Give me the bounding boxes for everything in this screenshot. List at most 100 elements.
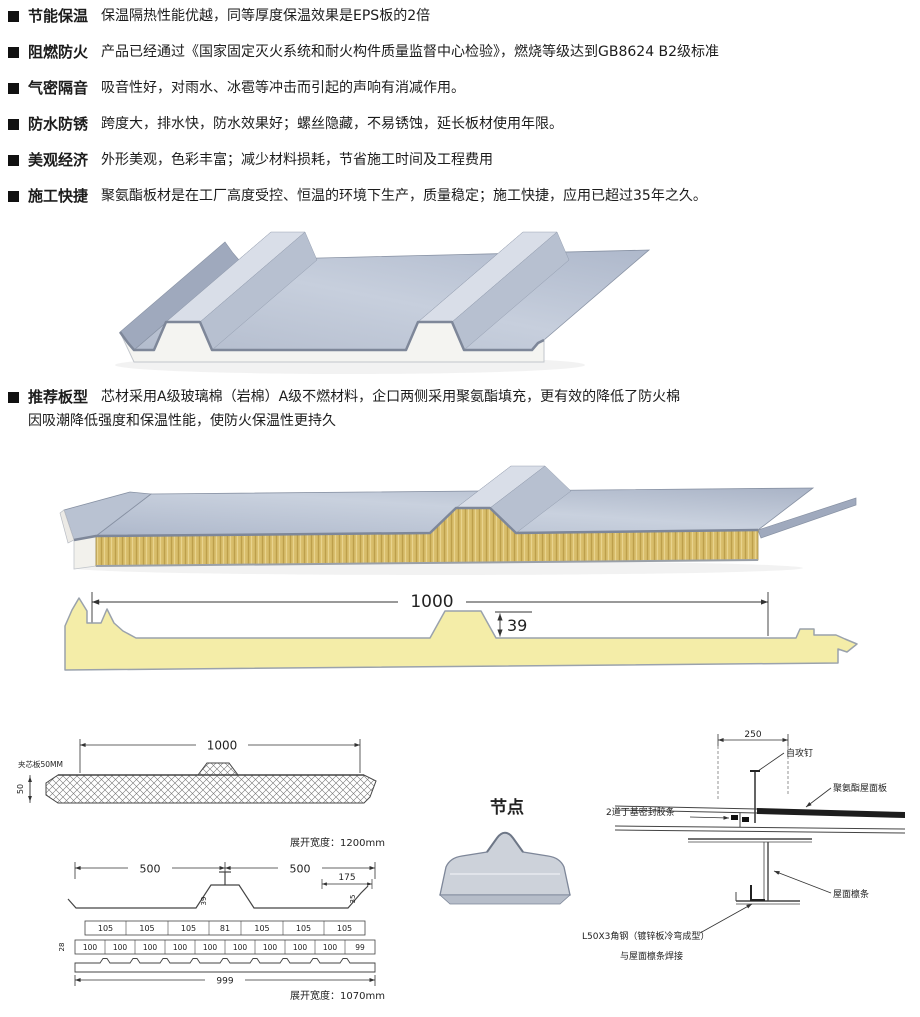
dim-cell: 100 xyxy=(263,943,278,952)
section-width-label: 1000 xyxy=(207,739,238,753)
feature-label: 防水防锈 xyxy=(28,115,89,133)
feature-item: 阻燃防火 产品已经通过《国家固定灭火系统和耐火构件质量监督中心检验》，燃烧等级达… xyxy=(8,41,914,63)
recommended-text-line2: 因吸潮降低强度和保温性能，使防火保温性更持久 xyxy=(28,413,336,429)
dim-28-label: 28 xyxy=(58,943,66,952)
feature-item: 美观经济 外形美观，色彩丰富；减少材料损耗，节省施工时间及工程费用 xyxy=(8,149,914,171)
dim-cell: 81 xyxy=(220,924,230,933)
feature-text: 产品已经通过《国家固定灭火系统和耐火构件质量监督中心检验》，燃烧等级达到GB86… xyxy=(101,44,720,60)
panel-rib-left xyxy=(153,231,318,351)
bullet-square-icon xyxy=(8,47,19,58)
dim-500-right-label: 500 xyxy=(290,863,311,876)
roof-panel-label: 聚氨酯屋面板 xyxy=(833,782,887,794)
unfolded-sheet-strip xyxy=(74,958,376,973)
node-joint-front-face xyxy=(438,894,572,905)
dim-cell: 105 xyxy=(139,924,154,933)
screw-label: 自攻钉 xyxy=(786,747,813,759)
profile-drawing-500: 500 500 175 39 35 105 105 105 8 xyxy=(58,862,385,1002)
dim-cell: 105 xyxy=(337,924,352,933)
panel-profile-cross-section xyxy=(64,597,858,671)
dim-cell: 100 xyxy=(233,943,248,952)
dim-cell: 100 xyxy=(323,943,338,952)
panel-bottom-skin xyxy=(95,559,759,567)
dim-cell: 100 xyxy=(113,943,128,952)
dimension-row-105: 105 105 105 81 105 105 105 xyxy=(84,920,366,936)
dim-35-label: 35 xyxy=(349,895,357,904)
feature-item: 气密隔音 吸音性好，对雨水、冰雹等冲击而引起的声响有消减作用。 xyxy=(8,77,914,99)
dim-250-label: 250 xyxy=(744,730,761,740)
feature-list: 节能保温 保温隔热性能优越，同等厚度保温效果是EPS板的2倍 阻燃防火 产品已经… xyxy=(8,5,914,221)
feature-label: 阻燃防火 xyxy=(28,43,89,61)
feature-item: 防水防锈 跨度大，排水快，防水效果好；螺丝隐藏，不易锈蚀，延长板材使用年限。 xyxy=(8,113,914,135)
expanded-width-label: 展开宽度：1200mm xyxy=(290,836,385,849)
dim-cell: 100 xyxy=(143,943,158,952)
feature-label: 施工快捷 xyxy=(28,187,89,205)
dim-cell: 105 xyxy=(296,924,311,933)
angle-steel xyxy=(750,885,765,901)
joint-detail-drawing: 250 自攻钉 聚氨酯屋面板 2道丁基密封胶条 xyxy=(582,730,906,962)
feature-text: 保温隔热性能优越，同等厚度保温效果是EPS板的2倍 xyxy=(101,8,431,24)
dim-cell: 100 xyxy=(83,943,98,952)
angle-steel-label-line2: 与屋面檩条焊接 xyxy=(620,950,683,962)
node-title: 节点 xyxy=(490,797,524,818)
bullet-square-icon xyxy=(8,191,19,202)
height-dimension-label: 39 xyxy=(507,616,527,635)
feature-text: 聚氨酯板材是在工厂高度受控、恒温的环境下生产，质量稳定；施工快捷，应用已超过35… xyxy=(101,188,707,204)
panel-profile-edge xyxy=(118,320,545,352)
dim-500-left-label: 500 xyxy=(140,863,161,876)
expanded-width-label: 展开宽度：1070mm xyxy=(290,989,385,1002)
dim-cell: 105 xyxy=(181,924,196,933)
feature-label: 美观经济 xyxy=(28,151,89,169)
dim-cell: 105 xyxy=(98,924,113,933)
dim-cell: 99 xyxy=(355,943,365,952)
width-dimension-label: 1000 xyxy=(410,592,453,612)
sealant-strip xyxy=(742,817,749,822)
section-drawing-1000: 1000 夹芯板50MM 50 展开宽度：1200mm xyxy=(16,739,385,850)
panel-metal-edge xyxy=(73,506,759,542)
dim-cell: 100 xyxy=(173,943,188,952)
polyurethane-panel-section xyxy=(757,808,905,818)
node-joint-illustration xyxy=(439,832,571,896)
feature-label: 节能保温 xyxy=(28,7,89,25)
panel-rib-center xyxy=(405,231,570,351)
node-detail: 节点 xyxy=(438,797,572,905)
sealant-label: 2道丁基密封胶条 xyxy=(606,806,675,818)
profile-dimension-diagram: 1000 39 xyxy=(64,592,858,671)
dim-cell: 100 xyxy=(203,943,218,952)
panel-right-lip xyxy=(757,497,857,539)
feature-label: 气密隔音 xyxy=(28,79,89,97)
height-dimension: 39 xyxy=(495,611,532,637)
feature-text: 跨度大，排水快，防水效果好；螺丝隐藏，不易锈蚀，延长板材使用年限。 xyxy=(101,116,564,132)
bullet-square-icon xyxy=(8,11,19,22)
panel-profile-line xyxy=(67,884,369,909)
purlin-section xyxy=(688,838,812,905)
dim-cell: 100 xyxy=(293,943,308,952)
feature-text: 外形美观，色彩丰富；减少材料损耗，节省施工时间及工程费用 xyxy=(101,152,494,168)
dim-175-label: 175 xyxy=(338,873,355,883)
recommended-text-line1: 芯材采用A级玻璃棉（岩棉）A级不燃材料，企口两侧采用聚氨酯填充，更有效的降低了防… xyxy=(101,389,681,405)
total-dim-label: 999 xyxy=(216,977,233,987)
feature-item: 施工快捷 聚氨酯板材是在工厂高度受控、恒温的环境下生产，质量稳定；施工快捷，应用… xyxy=(8,185,914,207)
angle-steel-label-line1: L50X3角钢（镀锌板冷弯成型） xyxy=(582,930,709,942)
hatched-rib-bump xyxy=(197,762,239,776)
roof-panel-3d-illustration xyxy=(115,231,651,374)
bullet-square-icon xyxy=(8,119,19,130)
bullet-square-icon xyxy=(8,83,19,94)
panel-cross-section-illustration xyxy=(59,465,857,575)
bullet-square-icon xyxy=(8,155,19,166)
section-height-label: 50 xyxy=(16,784,25,794)
dim-cell: 105 xyxy=(254,924,269,933)
recommended-label: 推荐板型 xyxy=(28,388,89,406)
hatched-slab xyxy=(45,774,377,804)
recommended-section: 推荐板型 芯材采用A级玻璃棉（岩棉）A级不燃材料，企口两侧采用聚氨酯填充，更有效… xyxy=(8,386,914,432)
feature-text: 吸音性好，对雨水、冰雹等冲击而引起的声响有消减作用。 xyxy=(101,80,466,96)
dimension-row-100: 100 100 100 100 100 100 100 100 100 99 xyxy=(74,939,376,955)
purlin-label: 屋面檩条 xyxy=(833,888,869,900)
dim-39-label: 39 xyxy=(200,897,208,906)
panel-foam-end-cap xyxy=(73,535,97,570)
width-dimension: 1000 xyxy=(91,592,769,636)
sealant-strip xyxy=(731,815,738,820)
feature-item: 节能保温 保温隔热性能优越，同等厚度保温效果是EPS板的2倍 xyxy=(8,5,914,27)
bullet-square-icon xyxy=(8,392,19,403)
core-note-label: 夹芯板50MM xyxy=(18,759,63,769)
